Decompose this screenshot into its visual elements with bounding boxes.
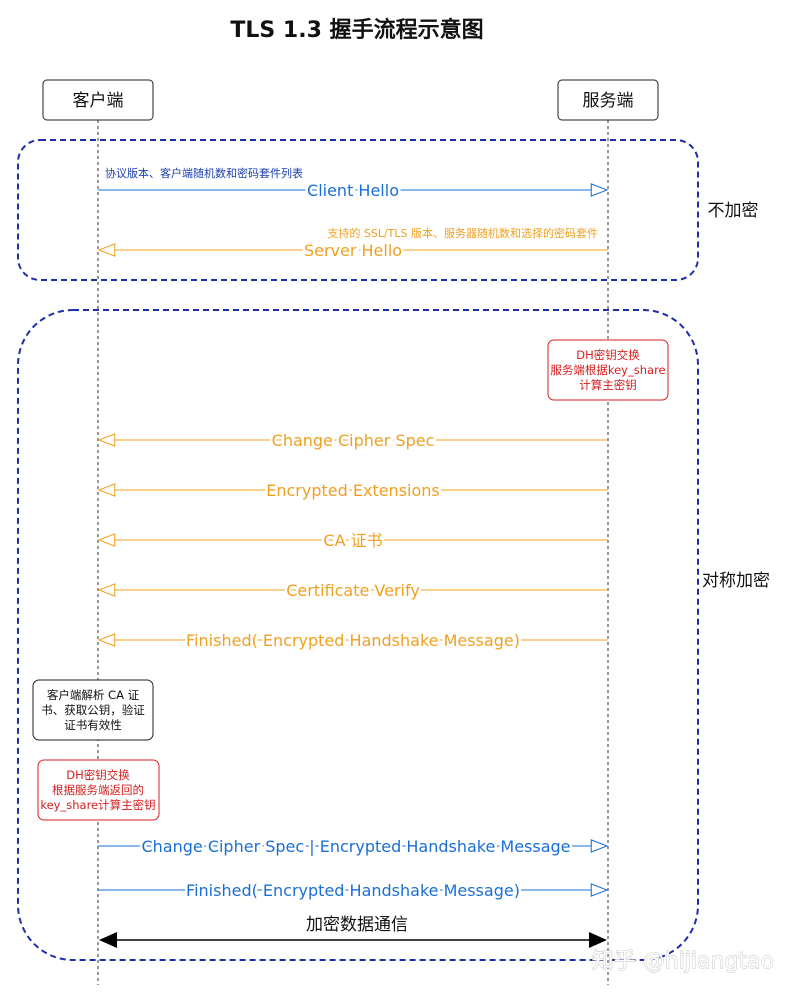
client-finished-label: Finished( Encrypted Handshake Message) (186, 881, 520, 900)
client-dh-note-line3: key_share计算主密钥 (40, 798, 155, 812)
unencrypted-zone-label: 不加密 (708, 201, 759, 221)
watermark: 知乎 @hijiangtao (592, 949, 774, 974)
client-hello-desc: 协议版本、客户端随机数和密码套件列表 (105, 166, 303, 180)
client-dh-note-line2: 根据服务端返回的 (52, 783, 144, 797)
client-parse-note: 客户端解析 CA 证 书、获取公钥，验证 证书有效性 (32, 679, 154, 741)
server-dh-note-line1: DH密钥交换 (576, 348, 640, 362)
client-parse-note-line3: 证书有效性 (64, 718, 122, 732)
server-actor: 服务端 (557, 79, 659, 121)
server-dh-note: DH密钥交换 服务端根据key_share 计算主密钥 (547, 339, 669, 401)
server-hello-desc: 支持的 SSL/TLS 版本、服务器随机数和选择的密码套件 (327, 226, 598, 240)
cert-verify-label: Certificate Verify (286, 581, 420, 600)
symmetric-zone (17, 309, 699, 961)
client-actor: 客户端 (42, 79, 154, 121)
client-parse-note-line1: 客户端解析 CA 证 (47, 688, 140, 702)
client-label: 客户端 (73, 91, 124, 111)
client-dh-note-line1: DH密钥交换 (66, 768, 130, 782)
client-parse-note-line2: 书、获取公钥，验证 (41, 703, 145, 717)
server-hello-label: Server Hello (304, 241, 402, 260)
server-finished-label: Finished( Encrypted Handshake Message) (186, 631, 520, 650)
client-ccs-label: Change Cipher Spec | Encrypted Handshake… (141, 837, 570, 856)
server-ccs-label: Change Cipher Spec (272, 431, 435, 450)
client-hello-label: Client Hello (307, 181, 399, 200)
data-communication-arrow (99, 932, 607, 948)
encrypted-extensions-label: Encrypted Extensions (266, 481, 440, 500)
client-dh-note: DH密钥交换 根据服务端返回的 key_share计算主密钥 (37, 759, 160, 821)
diagram-title: TLS 1.3 握手流程示意图 (230, 17, 483, 43)
server-dh-note-line2: 服务端根据key_share (550, 363, 665, 377)
server-label: 服务端 (583, 91, 634, 111)
ca-cert-label: CA 证书 (323, 531, 382, 550)
data-communication-label: 加密数据通信 (306, 915, 408, 935)
symmetric-zone-label: 对称加密 (702, 571, 770, 591)
server-dh-note-line3: 计算主密钥 (579, 378, 637, 392)
